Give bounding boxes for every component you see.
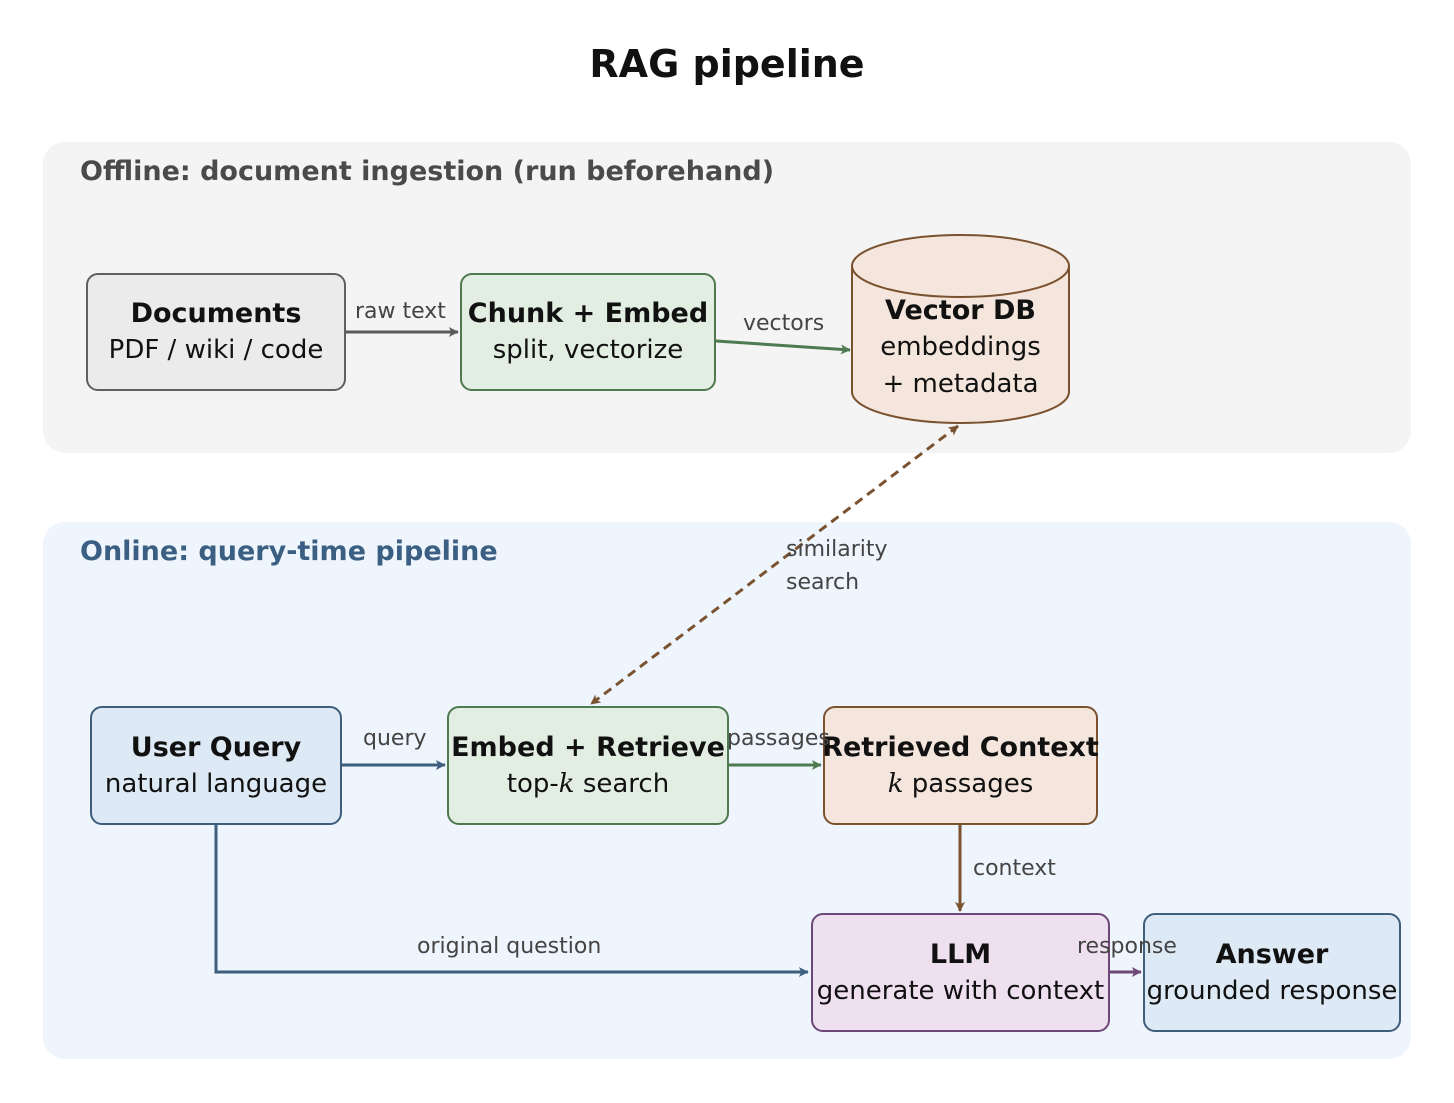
edge-label-context: context — [973, 856, 1056, 881]
llm-node: LLM generate with context — [811, 913, 1110, 1032]
vector-db-node: Vector DB embeddings + metadata — [852, 292, 1069, 403]
retrieved-context-subtitle: k passages — [888, 766, 1034, 803]
llm-title: LLM — [929, 938, 992, 970]
edge-similarity-search — [590, 424, 959, 706]
vector-db-line1: embeddings — [880, 332, 1041, 362]
edge-label-similarity: similarity — [786, 537, 888, 562]
answer-node: Answer grounded response — [1143, 913, 1401, 1032]
retrieved-context-node: Retrieved Context k passages — [822, 706, 1099, 825]
vector-db-title: Vector DB — [885, 295, 1036, 326]
chunk-embed-subtitle: split, vectorize — [492, 335, 684, 365]
documents-node: Documents PDF / wiki / code — [86, 273, 346, 391]
llm-subtitle: generate with context — [816, 975, 1105, 1006]
embed-retrieve-title: Embed + Retrieve — [451, 731, 725, 763]
user-query-node: User Query natural language — [90, 706, 342, 825]
edge-label-vectors: vectors — [743, 311, 825, 336]
chunk-embed-title: Chunk + Embed — [467, 298, 709, 329]
edge-label-passages: passages — [727, 726, 830, 751]
edge-label-raw-text: raw text — [355, 299, 446, 324]
embed-retrieve-sub-suffix: search — [574, 768, 670, 799]
edge-label-query: query — [363, 726, 427, 751]
edge-label-search: search — [786, 570, 860, 595]
edge-chunk-to-vectordb — [715, 339, 851, 355]
vector-db-cylinder — [851, 234, 1070, 424]
embed-retrieve-node: Embed + Retrieve top-k search — [447, 706, 729, 825]
edge-label-response: response — [1077, 934, 1177, 959]
edge-original-question — [214, 825, 809, 977]
embed-retrieve-k: k — [558, 768, 575, 799]
vector-db-line2: + metadata — [882, 369, 1039, 399]
documents-subtitle: PDF / wiki / code — [108, 335, 324, 365]
diagram-title: RAG pipeline — [589, 42, 865, 86]
chunk-embed-node: Chunk + Embed split, vectorize — [460, 273, 716, 391]
user-query-title: User Query — [130, 731, 302, 763]
retrieved-context-k: k — [887, 768, 904, 799]
online-panel-label: Online: query-time pipeline — [80, 536, 498, 567]
offline-panel-label: Offline: document ingestion (run beforeh… — [80, 156, 775, 187]
user-query-subtitle: natural language — [104, 768, 328, 799]
embed-retrieve-sub-prefix: top- — [506, 768, 559, 799]
edge-label-original-question: original question — [417, 934, 602, 959]
retrieved-context-sub-suffix: passages — [903, 768, 1034, 799]
retrieved-context-title: Retrieved Context — [822, 731, 1099, 763]
embed-retrieve-subtitle: top-k search — [507, 766, 669, 803]
answer-subtitle: grounded response — [1146, 975, 1398, 1006]
documents-title: Documents — [130, 298, 302, 329]
answer-title: Answer — [1215, 938, 1329, 970]
